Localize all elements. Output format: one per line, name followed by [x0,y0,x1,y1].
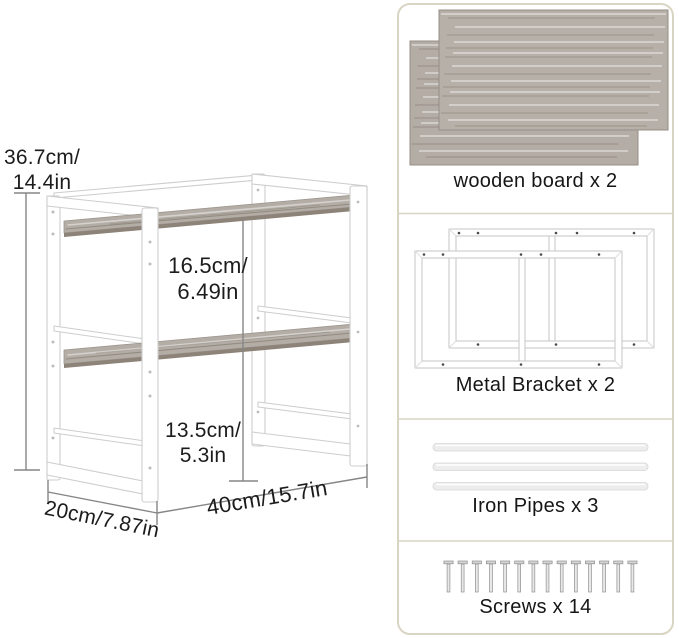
base-dimension-lines [47,464,368,525]
part-screws [443,560,638,593]
shelf-illustration [46,173,368,503]
screw [443,560,454,593]
screw [599,560,610,593]
dimension-lines [14,192,368,525]
screw [486,560,496,593]
iron-pipe [432,443,649,452]
screw [500,560,511,593]
dimension-cm: 36.7cm/ [3,146,81,169]
dimension-label-tier-gap: 16.5cm/ 6.49in [156,253,260,305]
panel-section-dividers [399,212,672,542]
part-label-wooden-board: wooden board x 2 [453,170,618,192]
shelf-bottom-board [63,323,355,368]
screw [514,560,525,593]
wood-grain [441,13,666,127]
dimension-label-bottom-clearance: 13.5cm/ 5.3in [152,418,254,468]
part-label-metal-bracket: Metal Bracket x 2 [455,374,616,396]
screw [556,560,567,593]
height-dimension-line [14,192,40,471]
metal-bracket-front [414,250,623,369]
dimension-label-total-height: 36.7cm/ 14.4in [0,145,88,195]
part-label-screws: Screws x 14 [479,596,592,618]
shelf-screw-holes [51,188,360,470]
shelf-front-left-post [141,207,159,503]
dimension-cm: 16.5cm/ [168,253,248,278]
dimension-cm: 13.5cm/ [164,419,242,442]
screw [585,560,595,593]
screw [471,560,482,593]
shelf-front-right-post [349,185,368,467]
dimension-in: 5.3in [179,444,227,467]
shelf-top-board [63,194,355,237]
screw [613,560,624,593]
part-iron-pipes [432,443,649,491]
screw [542,560,553,593]
screw [457,560,468,593]
part-wooden-board-front [438,9,669,131]
dimension-in: 14.4in [12,171,72,194]
part-metal-brackets [414,228,655,369]
part-label-iron-pipes: Iron Pipes x 3 [472,495,599,517]
iron-pipe [432,482,649,491]
shelf-rear-left-post [46,195,61,481]
metal-bracket-back [448,228,655,349]
iron-pipe [432,462,649,471]
screw [570,560,581,593]
gap-dimension-line [229,217,258,482]
screw [627,560,638,593]
dimension-in: 6.49in [177,279,239,304]
screw [528,560,539,593]
